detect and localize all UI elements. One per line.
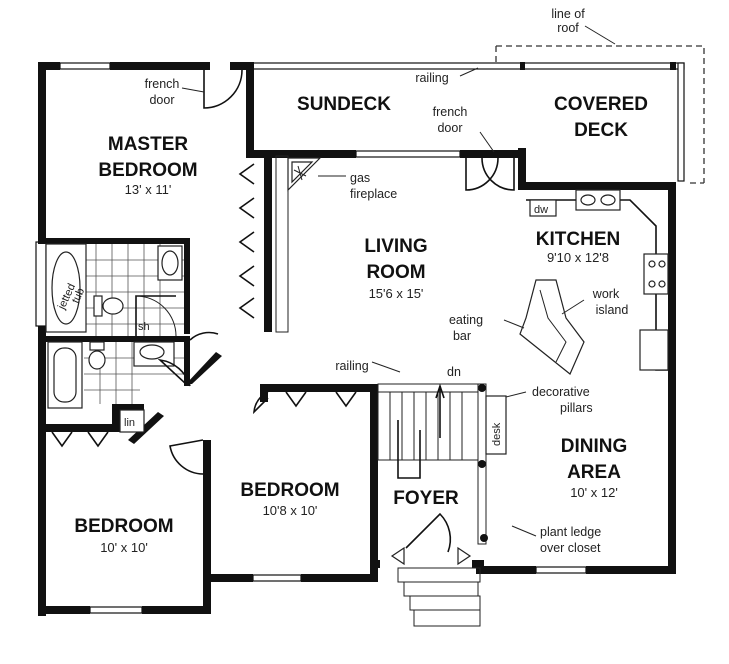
bedroom-left-title: BEDROOM bbox=[74, 516, 173, 537]
kitchen-details bbox=[478, 189, 669, 542]
jetted-tub-label-line2: tub bbox=[70, 286, 87, 305]
interior-walls bbox=[38, 62, 526, 582]
dining-area-title-line1: DINING bbox=[561, 436, 628, 457]
bedroom-center-title: BEDROOM bbox=[240, 480, 339, 501]
master-bedroom-title-line1: MASTER bbox=[108, 134, 189, 155]
dining-area-title-line2: AREA bbox=[567, 462, 621, 483]
plant-ledge-label-line2: over closet bbox=[540, 541, 601, 555]
french-door-right-label-line1: french bbox=[433, 105, 468, 119]
decorative-pillars-label-line1: decorative bbox=[532, 385, 590, 399]
annotation-labels: line of roof railing french door french … bbox=[55, 7, 628, 555]
linen-closet bbox=[119, 409, 145, 433]
covered-deck-title-line1: COVERED bbox=[554, 94, 648, 115]
stair-down-label: dn bbox=[447, 365, 461, 379]
decorative-pillars-label-line2: pillars bbox=[560, 401, 593, 415]
second-bath bbox=[47, 341, 191, 409]
stairs bbox=[371, 361, 481, 627]
living-room-title-line2: ROOM bbox=[366, 262, 425, 283]
bedroom-left-dim: 10' x 10' bbox=[100, 540, 148, 555]
living-room-title-line1: LIVING bbox=[364, 236, 427, 257]
eating-bar-label-line1: eating bbox=[449, 313, 483, 327]
foyer-title: FOYER bbox=[393, 488, 459, 509]
work-island-label-line1: work bbox=[592, 287, 620, 301]
bedroom-center-dim: 10'8 x 10' bbox=[263, 503, 318, 518]
plant-ledge-label-line1: plant ledge bbox=[540, 525, 601, 539]
bedroom-closets bbox=[51, 391, 357, 475]
railing-top-label: railing bbox=[415, 71, 448, 85]
kitchen-dim: 9'10 x 12'8 bbox=[547, 250, 609, 265]
sundeck-title: SUNDECK bbox=[297, 94, 391, 115]
dishwasher-label: dw bbox=[534, 204, 548, 216]
living-room-details bbox=[189, 131, 515, 341]
living-room-dim: 15'6 x 15' bbox=[369, 286, 424, 301]
covered-deck-title-line2: DECK bbox=[574, 120, 628, 141]
room-labels: MASTER BEDROOM 13' x 11' SUNDECK COVERED… bbox=[74, 94, 648, 555]
gas-fireplace-label-line2: fireplace bbox=[350, 187, 397, 201]
master-bedroom-title-line2: BEDROOM bbox=[98, 160, 197, 181]
french-door-left-label-line2: door bbox=[149, 93, 174, 107]
line-of-roof-label-line2: roof bbox=[557, 21, 579, 35]
kitchen-title: KITCHEN bbox=[536, 229, 620, 250]
work-island-label-line2: island bbox=[596, 303, 629, 317]
roof-line bbox=[495, 25, 705, 184]
master-bath bbox=[45, 243, 184, 337]
french-door-right-label-line2: door bbox=[437, 121, 462, 135]
line-of-roof-label-line1: line of bbox=[551, 7, 585, 21]
master-bedroom-dim: 13' x 11' bbox=[125, 182, 172, 197]
exterior-walls bbox=[35, 62, 676, 616]
eating-bar-label-line2: bar bbox=[453, 329, 471, 343]
dining-area-dim: 10' x 12' bbox=[570, 485, 618, 500]
linen-label: lin bbox=[124, 417, 135, 429]
master-bedroom-details bbox=[181, 69, 255, 319]
desk-label: desk bbox=[491, 422, 503, 446]
french-door-left-label-line1: french bbox=[145, 77, 180, 91]
shower-label: sh bbox=[138, 321, 150, 333]
railing-stair-label: railing bbox=[335, 359, 368, 373]
gas-fireplace-label-line1: gas bbox=[350, 171, 370, 185]
